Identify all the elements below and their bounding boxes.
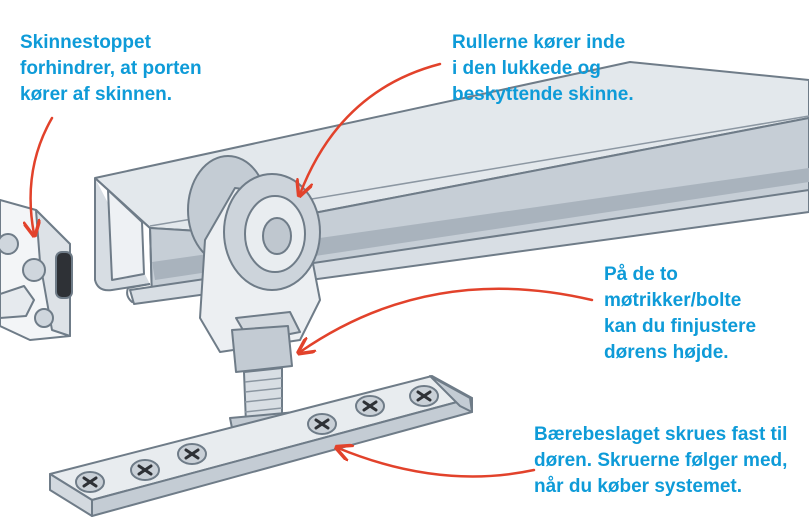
phillips-screw-icon bbox=[307, 413, 337, 435]
callout-adjust-line-2: møtrikker/bolte bbox=[604, 290, 742, 311]
callout-arrows bbox=[31, 62, 594, 478]
callout-stopper-line-1: Skinnestoppet bbox=[20, 32, 151, 53]
callout-bracket-line-2: døren. Skruerne følger med, bbox=[534, 450, 788, 471]
arrow-stopper bbox=[31, 116, 54, 234]
phillips-screw-icon bbox=[409, 385, 439, 407]
callout-bracket-line-3: når du køber systemet. bbox=[534, 476, 743, 497]
callout-rollers: Rullerne kører inde i den lukkede og bes… bbox=[452, 30, 634, 108]
arrow-adjust bbox=[300, 287, 594, 352]
callout-stopper: Skinnestoppet forhindrer, at porten køre… bbox=[20, 30, 202, 108]
phillips-screw-icon bbox=[177, 443, 207, 465]
arrow-bracket bbox=[338, 448, 536, 478]
phillips-screw-icon bbox=[75, 471, 105, 493]
callout-rollers-line-3: beskyttende skinne. bbox=[452, 84, 634, 105]
callout-rollers-line-2: i den lukkede og bbox=[452, 58, 601, 79]
arrow-rollers bbox=[300, 62, 442, 194]
phillips-screw-icon bbox=[355, 395, 385, 417]
callout-adjust-line-3: kan du finjustere bbox=[604, 316, 757, 337]
callout-adjust-line-1: På de to bbox=[604, 264, 678, 285]
roller-trolley-icon bbox=[187, 155, 321, 353]
phillips-screw-group bbox=[75, 385, 439, 493]
callout-bracket: Bærebeslaget skrues fast til døren. Skru… bbox=[534, 422, 787, 500]
callout-bracket-line-1: Bærebeslaget skrues fast til bbox=[534, 424, 788, 445]
callout-stopper-line-2: forhindrer, at porten bbox=[20, 58, 202, 79]
callout-adjust: På de to møtrikker/bolte kan du finjuste… bbox=[604, 262, 756, 366]
callout-adjust-line-4: dørens højde. bbox=[604, 342, 729, 363]
phillips-screw-icon bbox=[130, 459, 160, 481]
callout-stopper-line-3: kører af skinnen. bbox=[20, 84, 173, 105]
callout-rollers-line-1: Rullerne kører inde bbox=[452, 32, 626, 53]
rail-stopper-icon bbox=[0, 199, 73, 341]
